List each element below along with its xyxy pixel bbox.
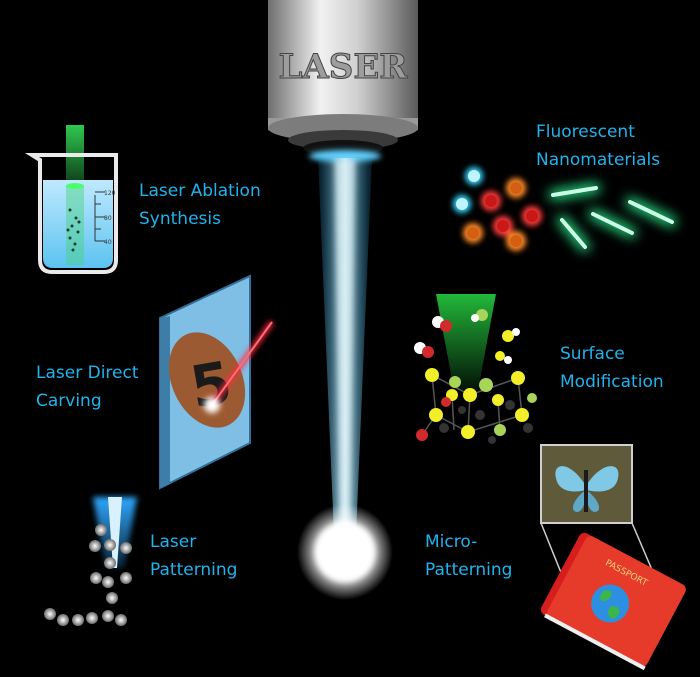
- beaker-tick-80: 80: [104, 215, 112, 222]
- label-laser-ablation-synthesis: Laser Ablation Synthesis: [139, 177, 261, 233]
- beaker-tick-120: 120: [104, 190, 116, 197]
- beaker-tick-40: 40: [104, 239, 112, 246]
- laser-beam: [297, 150, 393, 600]
- label-line: Nanomaterials: [536, 150, 661, 170]
- laser-patterning-beam: [44, 497, 137, 626]
- label-line: Patterning: [150, 560, 238, 580]
- laser-head: LASER: [268, 0, 418, 156]
- label-line: Modification: [560, 372, 664, 392]
- passport-icon: PASSPORT: [540, 532, 686, 671]
- label-line: Micro-: [425, 532, 478, 552]
- label-surface-modification: Surface Modification: [560, 340, 664, 396]
- label-line: Carving: [36, 391, 102, 411]
- label-line: Laser: [150, 532, 197, 552]
- beaker: 120 80 40: [25, 125, 118, 274]
- surface-modification: [414, 294, 537, 444]
- label-laser-patterning: Laser Patterning: [150, 528, 237, 584]
- carving-plate: 5: [159, 274, 275, 490]
- label-laser-direct-carving: Laser Direct Carving: [36, 359, 139, 415]
- label-line: Laser Direct: [36, 363, 139, 383]
- laser-title: LASER: [278, 47, 408, 87]
- label-line: Synthesis: [139, 209, 221, 229]
- label-micro-patterning: Micro- Patterning: [425, 528, 512, 584]
- butterfly-icon: [555, 466, 619, 512]
- label-line: Laser Ablation: [139, 181, 261, 201]
- label-line: Patterning: [425, 560, 513, 580]
- label-line: Surface: [560, 344, 625, 364]
- label-line: Fluorescent: [536, 122, 635, 142]
- micro-patterning: PASSPORT: [540, 444, 686, 671]
- fluorescent-nanomaterials: [453, 167, 677, 252]
- label-fluorescent-nanomaterials: Fluorescent Nanomaterials: [536, 118, 660, 174]
